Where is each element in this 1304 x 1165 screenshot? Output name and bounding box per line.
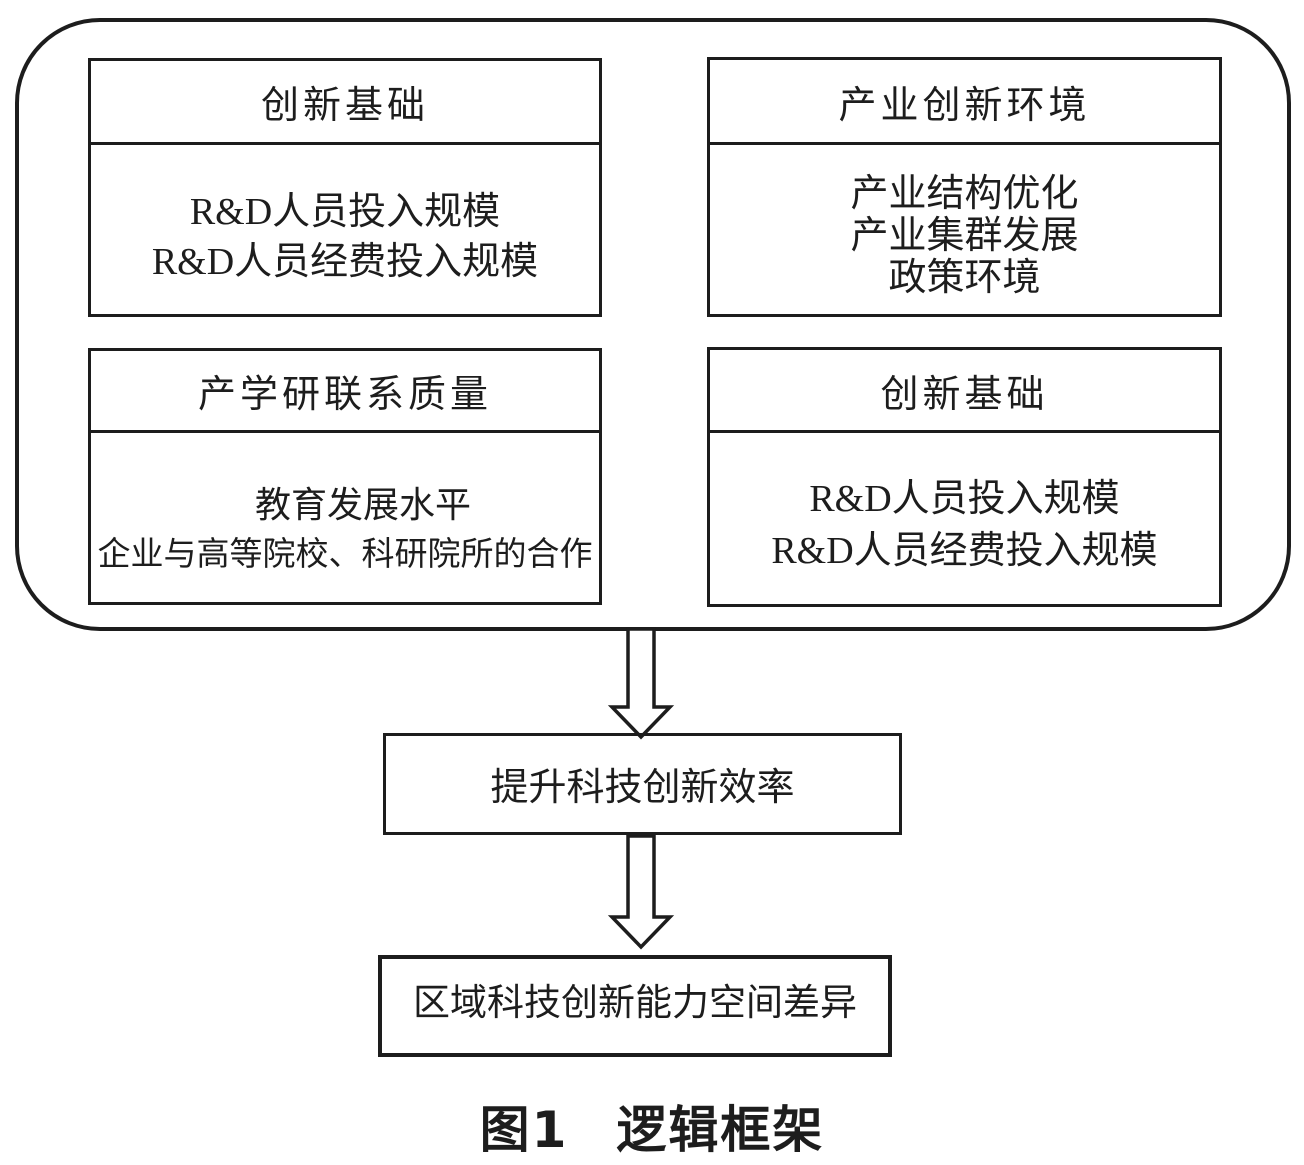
indicator-line: 产业集群发展 [850,214,1079,257]
flow-box-efficiency: 提升科技创新效率 [383,733,902,835]
indicator-line: 企业与高等院校、科研院所的合作 [97,536,593,573]
indicator-line: R&D人员投入规模 [809,477,1120,520]
indicator-line: R&D人员经费投入规模 [151,240,539,283]
flow-box-label: 提升科技创新效率 [490,766,795,809]
group-header: 创新基础 [710,350,1219,433]
group-body: R&D人员投入规模 R&D人员经费投入规模 [710,439,1219,610]
flow-box-spatial-difference: 区域科技创新能力空间差异 [378,955,892,1057]
group-box-innovation-base-1: 创新基础 R&D人员投入规模 R&D人员经费投入规模 [88,58,602,317]
group-header: 创新基础 [91,61,599,145]
group-box-industry-university: 产学研联系质量 教育发展水平 企业与高等院校、科研院所的合作 [88,348,602,605]
flow-box-label: 区域科技创新能力空间差异 [413,983,857,1024]
group-box-industry-environment: 产业创新环境 产业结构优化 产业集群发展 政策环境 [707,57,1222,317]
indicator-line: 教育发展水平 [254,484,471,525]
figure-caption-title: 逻辑框架 [616,1101,825,1159]
indicator-line: 政策环境 [888,256,1041,299]
group-box-innovation-base-2: 创新基础 R&D人员投入规模 R&D人员经费投入规模 [707,347,1222,607]
indicator-line: R&D人员经费投入规模 [771,529,1158,572]
group-body: 教育发展水平 企业与高等院校、科研院所的合作 [91,442,599,611]
figure-caption-prefix: 图1 [479,1101,569,1159]
figure-caption: 图1 逻辑框架 [0,1090,1304,1162]
group-header: 产业创新环境 [710,60,1219,145]
down-arrow-1 [607,627,675,740]
group-header: 产学研联系质量 [91,351,599,433]
group-body: 产业结构优化 产业集群发展 政策环境 [710,151,1219,320]
indicator-line: 产业结构优化 [850,172,1079,215]
indicator-line: R&D人员投入规模 [189,190,501,233]
down-arrow-2 [607,834,675,950]
group-body: R&D人员投入规模 R&D人员经费投入规模 [91,152,599,321]
